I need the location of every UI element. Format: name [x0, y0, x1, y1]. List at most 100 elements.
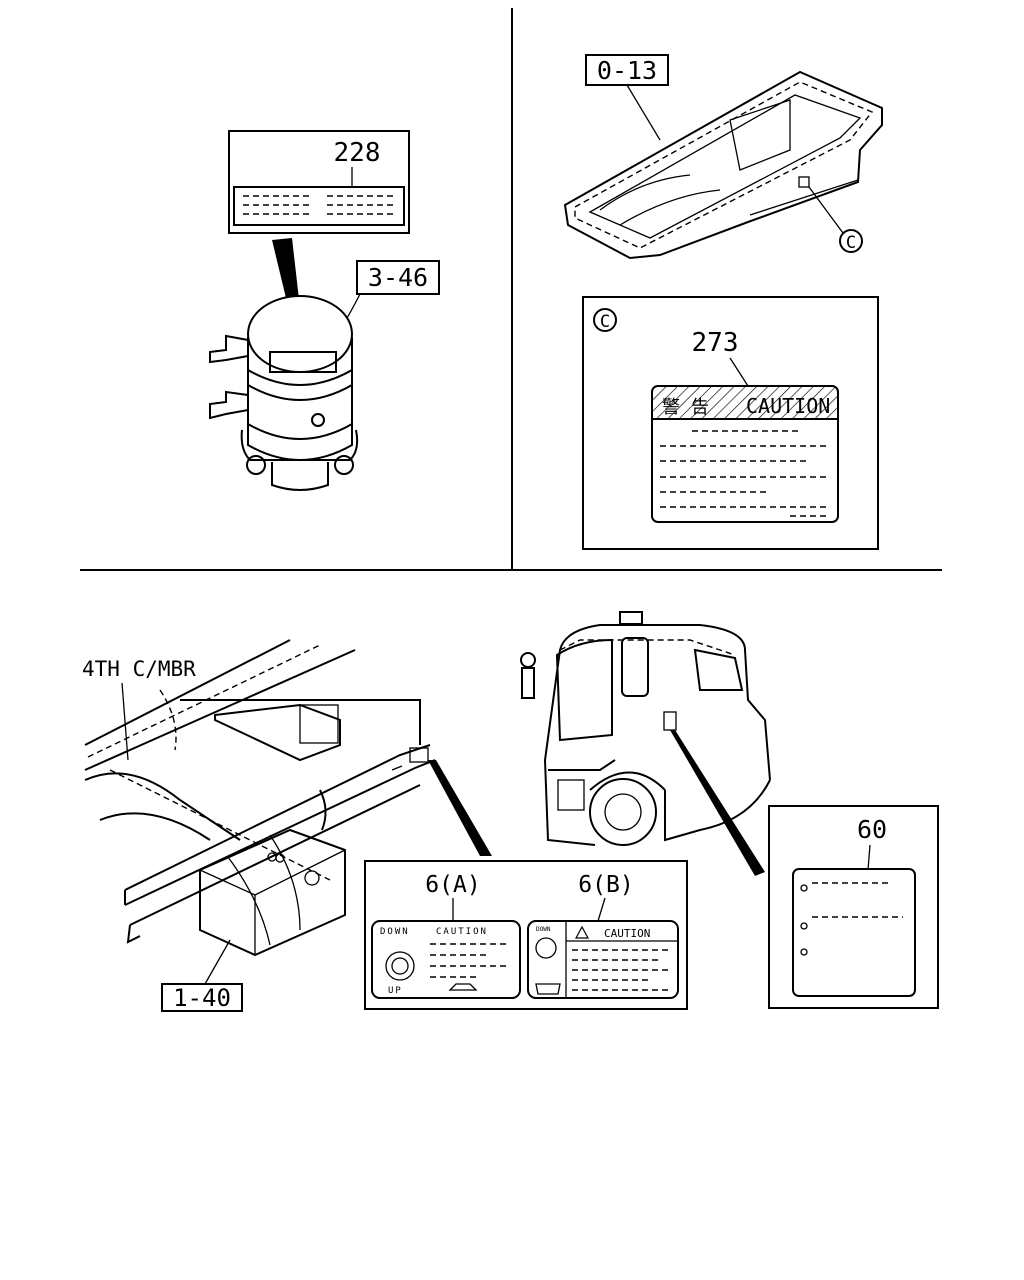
pointer-wedge-6	[428, 760, 492, 856]
canister-outlet	[271, 462, 329, 491]
member-leader	[121, 682, 129, 761]
label-6b-warning-icon	[574, 925, 590, 939]
upper-rail-line	[84, 649, 356, 771]
upper-rail-line	[84, 639, 291, 746]
mount-bracket-lower	[209, 390, 249, 420]
label-228-plate	[233, 186, 405, 226]
fuel-tank-body	[199, 828, 346, 957]
oil-pan-assembly: 0-13 C	[563, 54, 883, 260]
cross-member-dash	[109, 769, 331, 881]
fuel-tank-strap	[269, 834, 301, 931]
label-6b-caution: CAUTION	[604, 927, 650, 940]
windshield	[555, 638, 613, 742]
label-60-panel: 60	[768, 805, 939, 1009]
base-foot	[246, 455, 266, 475]
label-6a-knob-inner	[391, 957, 409, 975]
label-228-number: 228	[334, 138, 381, 168]
detail-c-marker-circle	[839, 229, 863, 253]
label-6a-knob	[385, 951, 415, 981]
ref-1-40-text: 1-40	[173, 984, 231, 1012]
labels-6-frame	[364, 860, 688, 1010]
label-6a-caution: CAUTION	[436, 927, 488, 937]
canister-band	[247, 423, 353, 440]
canister-band	[247, 384, 353, 401]
bumper-line	[548, 759, 616, 771]
label-6a-up: UP	[388, 986, 403, 996]
label-273-leader	[729, 357, 749, 387]
label-60-leader	[867, 844, 871, 871]
label-60-plate	[792, 868, 916, 997]
mirror-arm	[521, 667, 535, 699]
roof-lamp	[619, 611, 643, 625]
section-dividers	[80, 8, 942, 571]
oil-pan-label-spot	[798, 176, 810, 188]
label-6b-plate	[527, 920, 679, 999]
front-wheel	[589, 778, 657, 846]
frame-curve	[319, 789, 327, 831]
side-rail-line	[124, 759, 436, 906]
frame-line	[180, 699, 421, 745]
oil-pan-flange	[563, 70, 883, 260]
ref-3-46-text: 3-46	[368, 263, 428, 292]
cab-front	[544, 759, 596, 846]
fuel-tank-cap	[304, 870, 320, 886]
label-273-kanji: 警 告	[662, 397, 709, 418]
label-273-header	[653, 387, 837, 419]
cab-outline	[544, 624, 771, 781]
cab-lower	[664, 779, 771, 842]
oil-pan-rib	[619, 189, 721, 226]
label-60-bullet	[800, 884, 808, 892]
label-6b-knob	[535, 937, 557, 959]
cab-label-spot	[663, 711, 677, 731]
canister-base	[240, 429, 359, 461]
canister-assembly: 228 3-46	[209, 130, 440, 491]
fuel-tank-fitting	[275, 853, 285, 863]
cross-member	[99, 812, 211, 841]
fuel-tank-strap	[227, 856, 271, 946]
detail-c-key-text: C	[600, 312, 610, 332]
door-window	[621, 637, 649, 697]
label-6a-number: 6(A)	[425, 872, 480, 898]
label-273-plate	[651, 385, 839, 523]
tank-bracket	[214, 703, 341, 762]
canister-valve	[311, 413, 325, 427]
label-6b-down: DOWN	[536, 926, 551, 933]
ref-1-40-leader	[204, 939, 231, 985]
front-wheel-hub	[604, 793, 642, 831]
side-mirror	[520, 652, 536, 668]
truck-cab	[520, 611, 771, 876]
detail-c-marker-text: C	[846, 233, 856, 253]
oil-pan-rib	[599, 174, 691, 211]
detail-c-panel: C 273 警 告 CAUTION	[582, 296, 879, 550]
label-60-bullet	[800, 922, 808, 930]
rear-window	[693, 648, 744, 691]
side-rail-end	[124, 890, 141, 944]
canister-band	[247, 369, 353, 386]
frame-dash	[159, 689, 177, 751]
detail-c-frame	[582, 296, 879, 550]
side-rail-line	[124, 744, 431, 891]
detail-c-key-circle	[593, 308, 617, 332]
label-6a-plate	[371, 920, 521, 999]
cross-member	[84, 772, 241, 841]
label-273-number: 273	[692, 328, 739, 358]
label-6b-leader	[597, 897, 606, 922]
mount-bracket-upper	[209, 334, 249, 364]
canister-label-plate	[269, 351, 337, 373]
wheel-arch	[589, 771, 666, 791]
bracket-plate	[299, 704, 339, 744]
label-273-caution: CAUTION	[746, 394, 830, 418]
labels-6-panel: 6(A) 6(B) DOWN CAUTION UP DOWN CAUTION	[364, 860, 688, 1010]
base-foot	[334, 455, 354, 475]
label-60-frame	[768, 805, 939, 1009]
headlamp	[557, 779, 585, 811]
ref-1-40-box	[161, 983, 243, 1012]
member-label: 4TH C/MBR	[82, 657, 196, 681]
ref-3-46-box	[356, 260, 440, 295]
label-60-number: 60	[857, 815, 887, 844]
upper-rail-dash	[87, 644, 321, 758]
label-228-box	[228, 130, 410, 234]
oil-pan-bolt-holes	[574, 81, 874, 249]
cab-roof-dash	[559, 639, 736, 656]
